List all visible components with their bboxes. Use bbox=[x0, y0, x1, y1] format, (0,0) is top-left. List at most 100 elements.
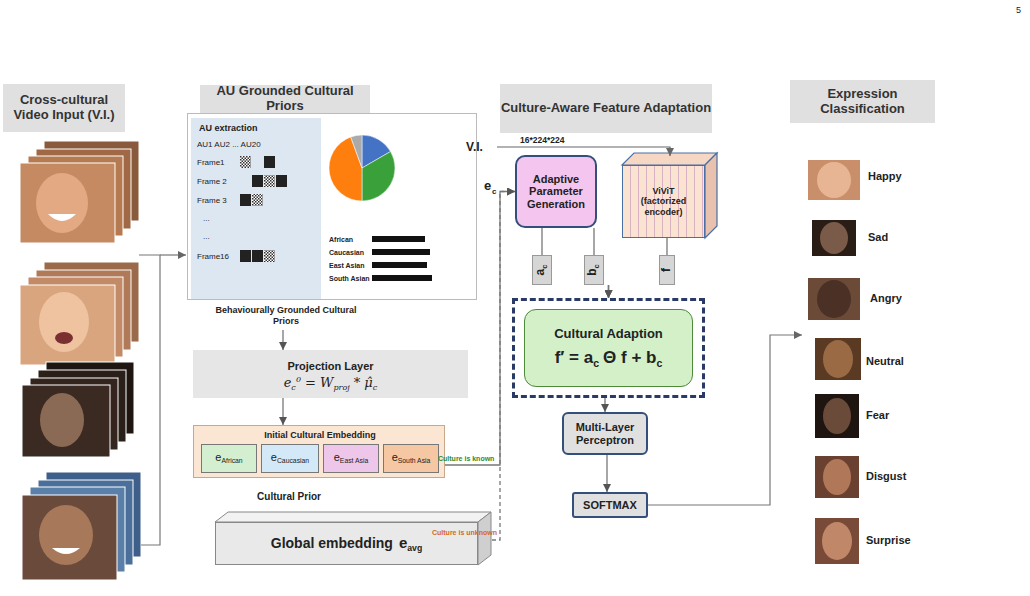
node-text: c bbox=[373, 382, 378, 391]
au-cell bbox=[240, 250, 251, 262]
box-top bbox=[215, 512, 491, 522]
face-shape bbox=[39, 292, 89, 352]
node-text: South Asian bbox=[329, 274, 370, 284]
bar-chart bbox=[372, 236, 432, 281]
node-text: African bbox=[329, 235, 353, 245]
feature-box: f bbox=[659, 255, 675, 285]
face-shape bbox=[820, 222, 848, 254]
free-label: e bbox=[484, 179, 491, 192]
video-stack bbox=[20, 141, 139, 243]
connector bbox=[608, 285, 609, 298]
node-text: e bbox=[271, 451, 277, 463]
projection-box: Projection Layerec0= Wproj* μ̂c bbox=[193, 350, 468, 398]
free-label: Fear bbox=[866, 410, 889, 421]
node-text: e bbox=[392, 451, 398, 463]
node-text: AU1 AU2 ... AU20 bbox=[197, 140, 261, 150]
embedding-box: eCaucasian bbox=[261, 444, 319, 473]
node-text: Caucasian bbox=[277, 458, 309, 465]
connector bbox=[282, 330, 283, 350]
au-cell bbox=[252, 194, 263, 206]
node-text: Cultural Adaption bbox=[554, 326, 663, 341]
edge-label: Culture is known bbox=[438, 455, 494, 462]
face-mouth bbox=[48, 214, 76, 221]
bar bbox=[372, 262, 427, 268]
node-text: c bbox=[291, 382, 296, 391]
node-text: avg bbox=[407, 543, 422, 553]
face-shape bbox=[40, 393, 84, 447]
free-label: Sad bbox=[868, 232, 888, 243]
node-text: f′ = a bbox=[555, 348, 594, 367]
free-label: Neutral bbox=[866, 356, 904, 367]
connector bbox=[608, 285, 609, 298]
node-text: Behaviourally Grounded Cultural Priors bbox=[211, 305, 361, 327]
embedding-box: eAfrican bbox=[201, 444, 257, 473]
section-header: Expression Classification bbox=[790, 80, 935, 123]
face-shape bbox=[823, 398, 851, 434]
node-text: Expression Classification bbox=[820, 86, 905, 116]
connector bbox=[282, 398, 283, 425]
expression-faces bbox=[808, 160, 861, 564]
cube-side bbox=[705, 153, 717, 238]
face-mouth bbox=[55, 332, 73, 344]
node-text: Adaptive Parameter Generation bbox=[527, 173, 585, 210]
face-shape bbox=[39, 505, 93, 565]
au-activation-grid bbox=[240, 156, 287, 262]
connector bbox=[608, 285, 609, 298]
section-header: Cross-cultural Video Input (V.I.) bbox=[3, 84, 125, 132]
node-text: Global embedding bbox=[271, 535, 393, 551]
face-image bbox=[808, 160, 860, 200]
box-side bbox=[478, 512, 491, 565]
node-text: (factorized encoder) bbox=[641, 196, 687, 216]
connector bbox=[666, 238, 667, 255]
au-cell bbox=[264, 250, 275, 262]
au-cell bbox=[252, 250, 263, 262]
face-shape bbox=[817, 162, 851, 198]
au-cell bbox=[240, 156, 251, 168]
global-embedding-box: Global embeddingeavg bbox=[215, 522, 478, 565]
encoder-cube: ViViT(factorized encoder) bbox=[622, 165, 705, 238]
embedding-box: eEast Asia bbox=[323, 444, 379, 473]
prior-panel: AfricanCaucasianEast AsianSouth AsianBeh… bbox=[187, 113, 477, 300]
au-cell bbox=[276, 175, 287, 187]
node-text: Θ f + b bbox=[603, 348, 656, 367]
node-text: Multi-Layer Perceptron bbox=[576, 421, 635, 446]
connector bbox=[604, 398, 605, 412]
node-text: Culture-Aware Feature Adaptation bbox=[501, 100, 711, 115]
process-box: SOFTMAX bbox=[572, 492, 648, 518]
node-text: Frame1 bbox=[197, 158, 225, 168]
face-image bbox=[815, 456, 859, 498]
node-text: c bbox=[592, 264, 601, 268]
parameter-box: bc bbox=[584, 255, 604, 285]
connector bbox=[478, 192, 515, 541]
face-shape bbox=[822, 522, 852, 560]
node-text: AU extraction bbox=[199, 123, 258, 133]
connector bbox=[606, 455, 607, 492]
node-text: Initial Cultural Embedding bbox=[194, 430, 446, 440]
node-text: = W bbox=[305, 375, 333, 390]
node-text: a bbox=[533, 269, 547, 276]
node-text: AU Grounded Cultural Priors bbox=[216, 83, 353, 113]
au-cell bbox=[264, 175, 275, 187]
connector bbox=[593, 228, 594, 255]
node-text: Cross-cultural Video Input (V.I.) bbox=[13, 92, 114, 122]
node-text: ViViT bbox=[652, 186, 674, 196]
video-frame bbox=[20, 163, 115, 243]
process-box: Adaptive Parameter Generation bbox=[515, 155, 597, 228]
bar bbox=[372, 275, 432, 281]
node-text: proj bbox=[333, 382, 349, 391]
au-cell bbox=[240, 194, 251, 206]
face-image bbox=[815, 338, 861, 380]
node-text: c bbox=[656, 357, 662, 369]
bar bbox=[372, 249, 430, 255]
free-label: V.I. bbox=[466, 141, 483, 153]
embedding-band: Initial Cultural EmbeddingCultural Prior… bbox=[193, 425, 445, 478]
node-text: Projection Layer bbox=[287, 360, 373, 372]
pie-chart bbox=[329, 135, 395, 201]
input-arrow bbox=[160, 254, 186, 255]
section-header: AU Grounded Cultural Priors bbox=[200, 85, 370, 113]
free-label: c bbox=[492, 188, 496, 196]
face-image bbox=[815, 518, 859, 564]
video-stack bbox=[20, 262, 139, 365]
au-cell bbox=[252, 175, 263, 187]
free-label: 16*224*224 bbox=[520, 136, 564, 145]
